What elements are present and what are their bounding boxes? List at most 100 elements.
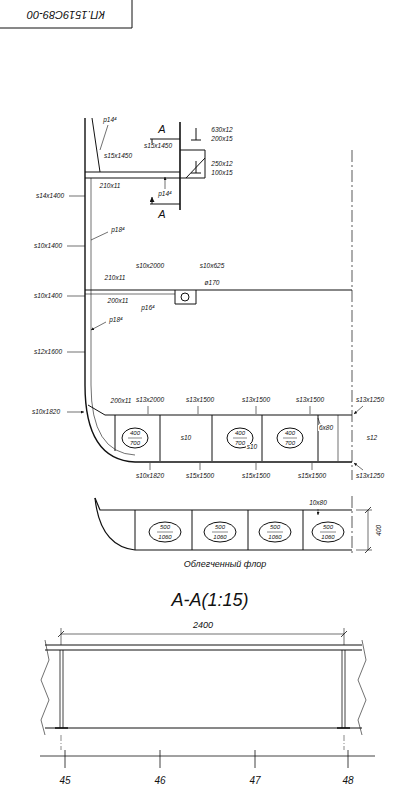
- profile-size: 100х15: [210, 170, 233, 177]
- plate-size: s10х2000: [135, 263, 165, 270]
- plate-size: р14⁴: [102, 117, 118, 124]
- profile-size: 210х11: [104, 275, 127, 282]
- hole-size: 400: [129, 430, 141, 436]
- hole-size: 700: [234, 440, 246, 446]
- view-caption: Облегченный флор: [183, 560, 268, 569]
- hole-size: 500: [159, 524, 171, 530]
- leader-line: [100, 125, 165, 189]
- plate-size: s10: [246, 444, 258, 451]
- hole-size: 500: [214, 524, 226, 530]
- plate-size: s10х1400: [33, 243, 63, 250]
- floor-web: [115, 415, 318, 461]
- dimension: 400: [376, 524, 383, 537]
- profile-size: 200х11: [110, 398, 133, 405]
- leader-line: [150, 463, 363, 470]
- dimension-tick: [365, 507, 371, 553]
- plate-size: s10х1400: [33, 293, 63, 300]
- plate-size: s13х2000: [135, 397, 165, 404]
- plate-size: s10х1820: [31, 409, 61, 416]
- inner-bottom: [105, 414, 352, 415]
- fraction-bar: [157, 532, 336, 533]
- plate-size: s12х1600: [33, 349, 63, 356]
- frame-number: 47: [248, 776, 261, 786]
- platform-deck: [85, 289, 352, 290]
- bulwark-stay: [92, 118, 100, 172]
- plate-size: s10х625: [199, 263, 226, 270]
- plate-size: s15х1500: [185, 473, 215, 480]
- hole-size: 400: [284, 430, 296, 436]
- hole-size: 1060: [157, 534, 172, 540]
- plate-size: s15х1500: [297, 473, 327, 480]
- plate-size: s10: [180, 435, 192, 442]
- title-box: [0, 0, 132, 28]
- floor-stiffener: [135, 510, 303, 550]
- shell-plating: [85, 118, 352, 462]
- dimension-line: [61, 628, 344, 645]
- leader-line: [318, 509, 319, 515]
- floor-outline: [95, 498, 352, 510]
- hole-size: 1060: [212, 534, 227, 540]
- profile-size: 210х11: [99, 183, 122, 190]
- hole-size: 400: [234, 430, 246, 436]
- plate-size: р18⁴: [110, 227, 126, 234]
- plate-size: р16⁴: [140, 305, 156, 312]
- dimension-line: [356, 510, 372, 550]
- leader-line: [67, 196, 85, 412]
- section-plate: [45, 645, 362, 728]
- floor-outline: [95, 498, 352, 550]
- section-letter: А: [157, 124, 166, 135]
- plate-size: s15х1500: [241, 473, 271, 480]
- frame-scale: [40, 756, 375, 757]
- leader-line: [318, 418, 320, 424]
- profile-size: 200х15: [210, 136, 233, 143]
- plate-size: s12: [366, 435, 378, 442]
- stiffener: [338, 415, 339, 461]
- fraction-bar: [128, 438, 297, 439]
- hole-size: 500: [269, 524, 281, 530]
- frame-flange: [91, 178, 135, 455]
- frame-number: 48: [341, 776, 354, 786]
- drawing-number: КП.1519С89-00: [26, 9, 106, 20]
- profile-size: 630х12: [210, 127, 233, 134]
- pipe-support: [175, 290, 196, 304]
- hole-size: 1060: [267, 534, 282, 540]
- frame-number: 45: [58, 776, 71, 786]
- pipe-size: ø170: [204, 280, 221, 287]
- plate-size: s13х1250: [355, 397, 385, 404]
- profile-size: 200х11: [107, 298, 130, 305]
- dimension: 2400: [192, 621, 214, 630]
- plate-size: s15х1450: [143, 143, 173, 150]
- plate-size: s13х1500: [241, 397, 271, 404]
- tee-symbol: [191, 128, 201, 173]
- pipe-symbol: [181, 293, 189, 301]
- plate-size: р14⁴: [157, 191, 173, 198]
- deck-bracket: [180, 150, 205, 178]
- frame-web: [60, 650, 345, 728]
- hole-size: 700: [284, 440, 296, 446]
- hole-size: 1060: [320, 534, 335, 540]
- section-title: А-А(1:15): [170, 591, 249, 609]
- plate-size: s10х1820: [135, 473, 165, 480]
- plate-size: s13х1500: [295, 397, 325, 404]
- plate-size: s13х1500: [185, 397, 215, 404]
- plate-size: s13х1250: [355, 473, 385, 480]
- center-line: [352, 150, 353, 556]
- profile-size: 10х80: [308, 500, 328, 507]
- plate-size: р18⁴: [108, 317, 124, 324]
- hole-size: 500: [322, 524, 334, 530]
- section-letter: А: [157, 209, 166, 220]
- hole-size: 700: [129, 440, 141, 446]
- profile-size: 250х12: [210, 161, 233, 168]
- frame-flange: [55, 727, 350, 729]
- frame-number: 46: [153, 776, 166, 786]
- section-cut-line: [179, 122, 181, 210]
- plate-size: s15х1450: [103, 153, 133, 160]
- dimension-tick: [58, 631, 347, 637]
- profile-size: 6х80: [318, 425, 334, 432]
- platform-beam: [85, 294, 175, 295]
- leader-line: [148, 406, 363, 414]
- frame-axis: [61, 735, 344, 750]
- break-line: [41, 640, 366, 735]
